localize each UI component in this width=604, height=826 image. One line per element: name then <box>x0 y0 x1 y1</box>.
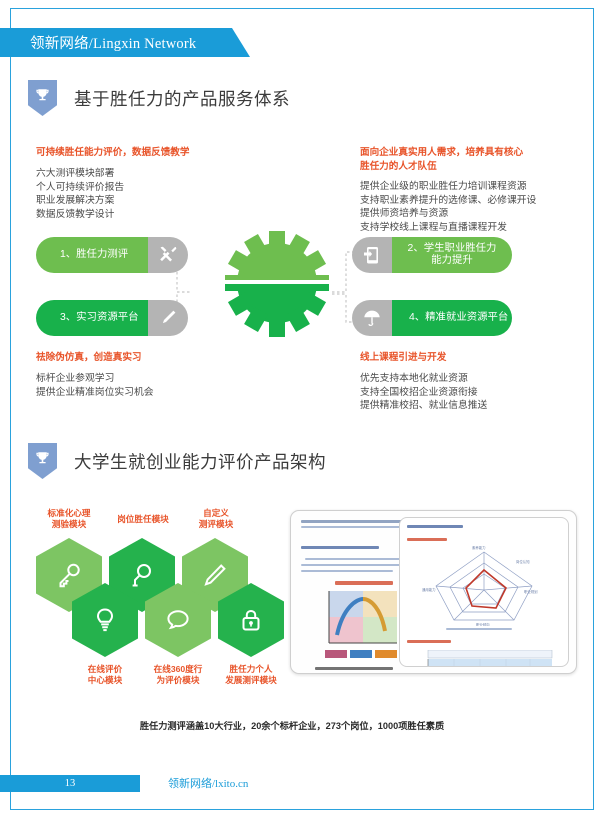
text-line: 个人可持续评价报告 <box>36 181 125 193</box>
text-block-highlight: 线上课程引进与开发 <box>360 352 447 363</box>
hexagon-label-line: 测评模块 <box>198 519 234 529</box>
report-inner-page: 素养能力岗位认知 职业规划职业倾向 通用能力 <box>399 517 569 667</box>
text-line: 提供师资培养与资源 <box>360 208 449 220</box>
tools-icon <box>148 237 188 273</box>
highlight-line: 面向企业真实用人需求，培养具有核心 <box>360 147 524 158</box>
text-line: 支持学校线上课程与直播课程开发 <box>360 221 507 233</box>
trophy-shield-icon <box>28 80 57 116</box>
key-icon <box>59 563 80 588</box>
bar-legend-row <box>325 650 397 658</box>
text-line: 六大测评模块部署 <box>36 168 115 179</box>
svg-text:素养能力: 素养能力 <box>472 546 486 550</box>
text-block-top-right: 面向企业真实用人需求，培养具有核心 胜任力的人才队伍 提供企业级的职业胜任力培训… <box>360 146 536 234</box>
pill-label-line: 2、学生职业胜任力 <box>407 242 497 254</box>
hexagon-module-cluster: 标准化心理 测验模块 岗位胜任模块 自定义 测评模块 <box>36 508 284 685</box>
text-line: 支持全国校招企业资源衔接 <box>360 386 478 398</box>
pill-label: 1、胜任力测评 <box>36 237 148 273</box>
text-block-bottom-right: 线上课程引进与开发 优先支持本地化就业资源 支持全国校招企业资源衔接 提供精准校… <box>360 351 487 413</box>
pill-3-internship-resource-platform[interactable]: 3、实习资源平台 <box>36 300 188 336</box>
highlight-line: 胜任力的人才队伍 <box>360 161 437 172</box>
gear-icon <box>222 228 332 340</box>
pill-label: 2、学生职业胜任力 能力提升 <box>392 237 512 273</box>
hexagon-label-line: 测验模块 <box>51 519 87 529</box>
hexagon-label-line: 中心模块 <box>87 675 123 685</box>
lightbulb-icon <box>96 608 114 632</box>
pill-label-line: 能力提升 <box>431 255 473 266</box>
section-title: 大学生就创业能力评价产品架构 <box>74 451 326 472</box>
hexagon-label-line: 岗位胜任模块 <box>117 514 169 524</box>
pill-4-precision-employment-platform[interactable]: 4、精准就业资源平台 <box>352 300 512 336</box>
header-banner-text: 领新网络/Lingxin Network <box>30 36 197 52</box>
text-block-highlight: 面向企业真实用人需求，培养具有核心 胜任力的人才队伍 <box>360 146 536 174</box>
hexagon-label-3: 自定义 测评模块 <box>173 508 259 530</box>
hexagon-label-1: 标准化心理 测验模块 <box>26 508 112 530</box>
umbrella-icon <box>352 300 392 336</box>
figure-caption: 胜任力测评涵盖10大行业，20余个标杆企业，273个岗位，1000项胜任素质 <box>139 721 445 731</box>
mobile-phone-icon <box>352 237 392 273</box>
hexagon-label-line: 标准化心理 <box>47 508 91 518</box>
footer-brand: 领新网络/lxito.cn <box>168 778 249 790</box>
hexagon-label-line: 发展测评模块 <box>225 675 277 685</box>
hexagon-label-6: 胜任力个人 发展测评模块 <box>208 664 294 686</box>
hexagon-label-line: 胜任力个人 <box>229 664 273 674</box>
svg-text:职业倾向: 职业倾向 <box>476 622 490 626</box>
text-line: 标杆企业参观学习 <box>36 373 115 384</box>
magnifier-icon <box>132 564 151 587</box>
pencil-icon <box>148 300 188 336</box>
pill-1-competency-assessment[interactable]: 1、胜任力测评 <box>36 237 188 273</box>
hexagon-label-4: 在线评价 中心模块 <box>62 664 148 686</box>
svg-text:岗位认知: 岗位认知 <box>516 559 530 564</box>
svg-text:职业规划: 职业规划 <box>524 589 538 594</box>
pencil-icon <box>204 564 226 586</box>
competency-report-screenshot[interactable]: 素养能力岗位认知 职业规划职业倾向 通用能力 <box>290 510 577 674</box>
section-title: 基于胜任力的产品服务体系 <box>74 88 290 109</box>
text-line: 提供企业级的职业胜任力培训课程资源 <box>360 181 527 192</box>
hexagon-label-line: 为评价模块 <box>156 675 200 685</box>
quadrant-chart <box>328 591 397 644</box>
hexagon-label-line: 自定义 <box>203 508 229 518</box>
pill-label: 3、实习资源平台 <box>36 300 148 336</box>
section-header-2: 大学生就创业能力评价产品架构 <box>28 443 326 479</box>
text-line: 数据反馈教学设计 <box>36 208 115 220</box>
text-block-bottom-left: 祛除伪仿真，创造真实习 标杆企业参观学习 提供企业精准岗位实习机会 <box>36 351 154 399</box>
page-number-badge: 13 <box>0 775 140 792</box>
section-header-1: 基于胜任力的产品服务体系 <box>28 80 290 116</box>
page-frame <box>10 8 594 810</box>
lock-icon <box>242 609 260 631</box>
hexagon-label-5: 在线360度行 为评价模块 <box>135 664 221 686</box>
text-line: 优先支持本地化就业资源 <box>360 373 468 384</box>
text-line: 职业发展解决方案 <box>36 195 115 207</box>
text-block-highlight: 可持续胜任能力评价，数据反馈教学 <box>36 147 190 158</box>
header-banner: 领新网络/Lingxin Network <box>0 28 250 57</box>
svg-text:通用能力: 通用能力 <box>422 587 436 592</box>
pill-label: 4、精准就业资源平台 <box>392 300 512 336</box>
speech-bubble-icon <box>167 610 189 630</box>
pill-2-student-competency-improvement[interactable]: 2、学生职业胜任力 能力提升 <box>352 237 512 273</box>
line-chart <box>427 650 553 666</box>
text-block-top-left: 可持续胜任能力评价，数据反馈教学 六大测评模块部署 个人可持续评价报告 职业发展… <box>36 146 190 221</box>
hexagon-label-2: 岗位胜任模块 <box>100 514 186 525</box>
text-line: 提供企业精准岗位实习机会 <box>36 386 154 398</box>
trophy-shield-icon <box>28 443 57 479</box>
text-block-highlight: 祛除伪仿真，创造真实习 <box>36 352 142 363</box>
hexagon-label-line: 在线360度行 <box>153 664 203 674</box>
hexagon-label-line: 在线评价 <box>87 664 123 674</box>
text-line: 支持职业素养提升的选修课、必修课开设 <box>360 194 537 206</box>
text-line: 提供精准校招、就业信息推送 <box>360 400 488 412</box>
